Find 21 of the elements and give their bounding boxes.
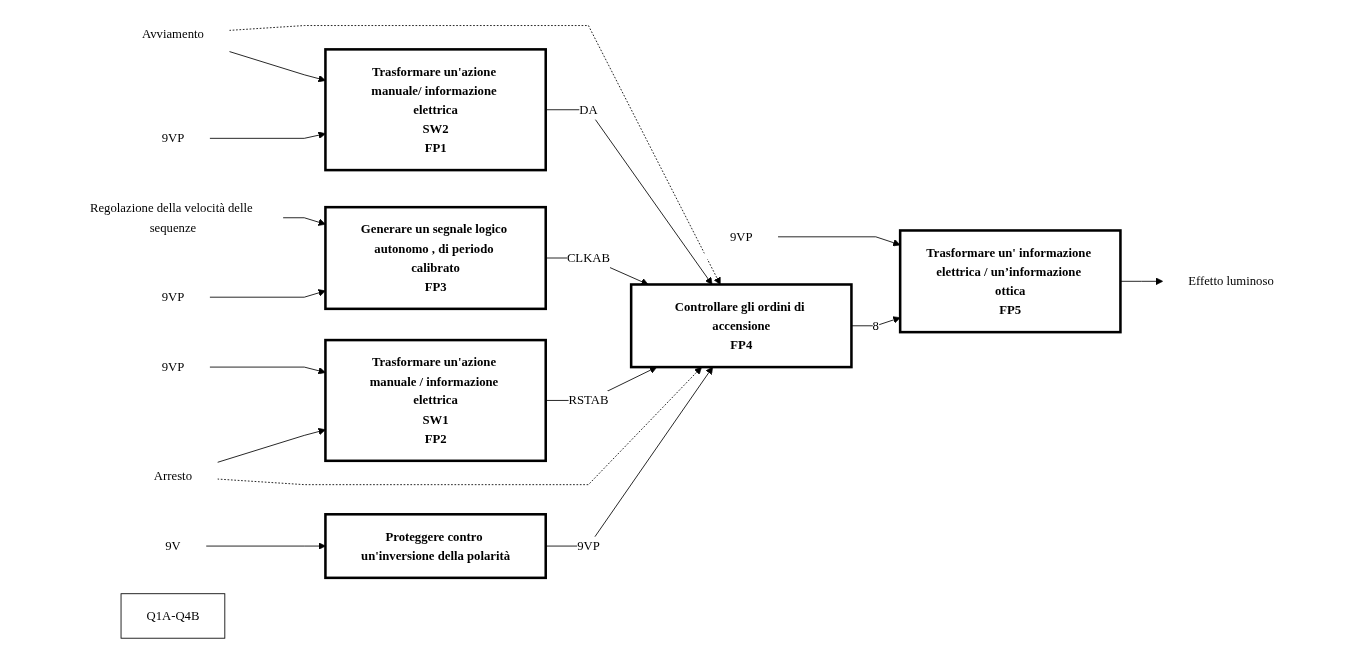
node-text: Effetto luminoso xyxy=(1187,274,1274,288)
node-box: Trasformare un'azione manuale/ informazione elettrica SW2 FP1 xyxy=(323,48,547,172)
node-text: 9VP xyxy=(729,229,753,244)
node-text: 9VP xyxy=(161,290,184,304)
node-text: Regolazione della velocità delle sequenze xyxy=(89,201,253,234)
node-text: Arresto xyxy=(153,469,192,483)
node-text: 9V xyxy=(164,539,181,553)
node-box: Generare un segnale logico autonomo , di periodo calibrato FP3 xyxy=(323,205,547,311)
node-text: 9VP xyxy=(161,131,184,145)
node-box: Trasformare un' informazione elettrica / un’informazione ottica FP5 xyxy=(898,229,1122,334)
edge-label: RSTAB xyxy=(567,393,608,408)
edge-label: CLKAB xyxy=(566,251,610,265)
node-box: Controllare gli ordini di accensione FP4 xyxy=(629,283,853,369)
edge-label: 9VP xyxy=(576,539,600,553)
node-text: Avviamento xyxy=(141,27,204,41)
node-box: Proteggere contro un'inversione della polarità xyxy=(323,513,547,580)
node-box: Trasformare un'azione manuale / informazione elettrica SW1 FP2 xyxy=(323,338,547,463)
edge-label: DA xyxy=(578,102,598,117)
edge-label: 8 xyxy=(872,318,879,333)
node-box: Q1A-Q4B xyxy=(120,593,225,639)
node-text: 9VP xyxy=(161,360,184,374)
